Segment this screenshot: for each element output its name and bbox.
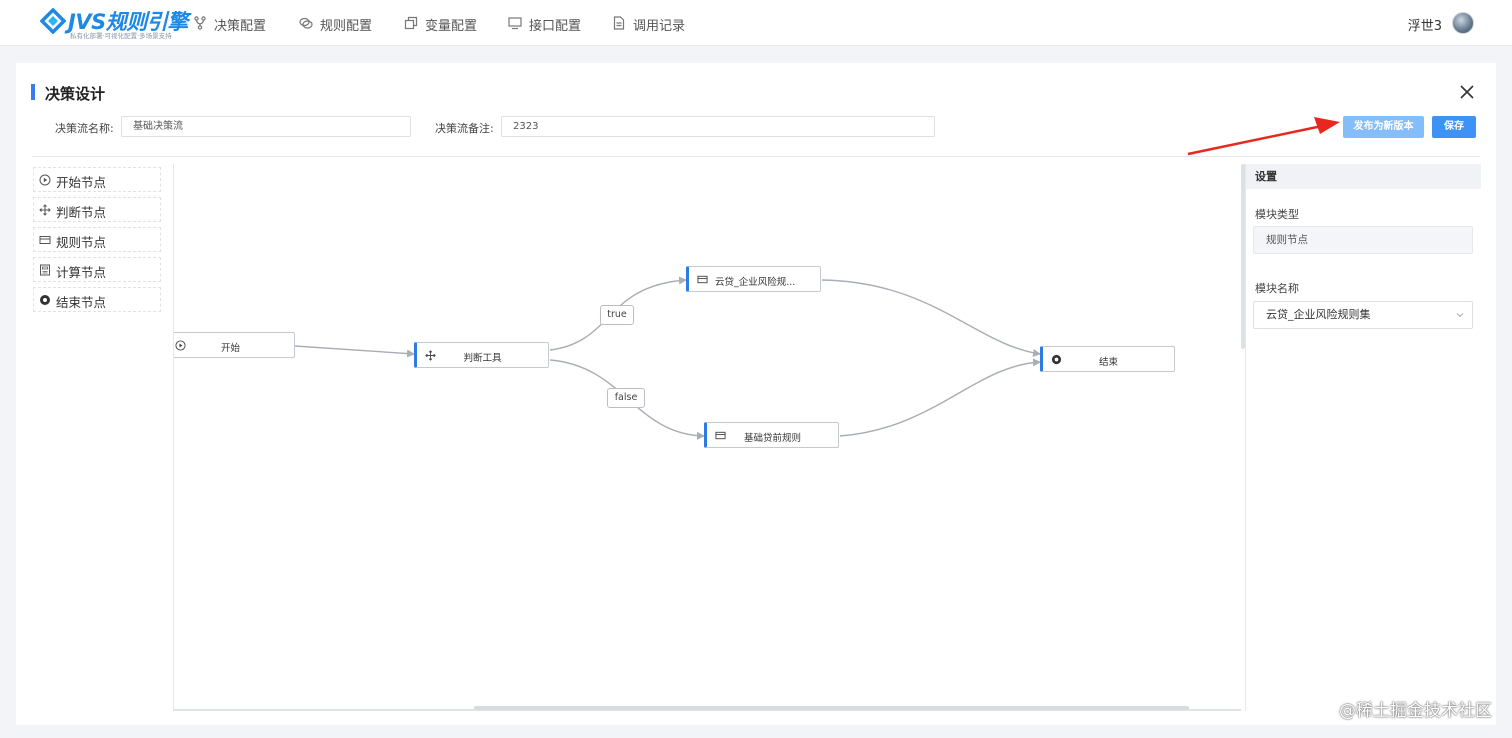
- module-name-value: 云贷_企业风险规则集: [1266, 308, 1371, 321]
- flow-node-rule-enterprise-risk[interactable]: 云贷_企业风险规...: [686, 266, 821, 292]
- card-icon: [39, 236, 51, 244]
- variables-icon: [404, 16, 418, 30]
- canvas-vertical-scrollbar[interactable]: [1241, 164, 1245, 349]
- flow-node-rule-basic-preloan[interactable]: 基础贷前规则: [704, 422, 839, 448]
- palette-label: 开始节点: [56, 175, 107, 190]
- flow-node-end[interactable]: 结束: [1040, 346, 1175, 372]
- edge-rule2-end: [839, 358, 1041, 437]
- branch-icon: [194, 16, 206, 30]
- node-label: 判断工具: [463, 353, 502, 364]
- watermark: @稀土掘金技术社区: [1339, 701, 1492, 721]
- title-accent-bar: [31, 84, 35, 100]
- palette-judge-node[interactable]: 判断节点: [33, 197, 161, 222]
- close-icon[interactable]: [1458, 83, 1476, 101]
- module-type-label: 模块类型: [1255, 208, 1299, 221]
- move-cross-icon: [425, 350, 436, 361]
- edge-start-judge: [294, 345, 415, 358]
- palette-label: 规则节点: [56, 235, 107, 250]
- canvas-horizontal-scrollbar[interactable]: [474, 706, 1189, 710]
- flow-note-label: 决策流备注:: [435, 122, 494, 135]
- flow-note-input[interactable]: 2323: [501, 116, 935, 137]
- module-name-label: 模块名称: [1255, 282, 1299, 295]
- palette-label: 判断节点: [56, 205, 107, 220]
- app-logo[interactable]: JVS规则引擎 私有化部署·可视化配置·多场景支持: [40, 6, 188, 40]
- nav-label: 变量配置: [425, 19, 478, 34]
- nav-label: 接口配置: [529, 19, 582, 34]
- flow-name-input[interactable]: 基础决策流: [121, 116, 411, 137]
- page-title: 决策设计: [45, 85, 106, 103]
- document-icon: [613, 16, 625, 30]
- palette-calc-node[interactable]: 计算节点: [33, 257, 161, 282]
- end-circle-icon: [40, 295, 50, 305]
- settings-header: 设置: [1246, 164, 1481, 189]
- monitor-icon: [508, 17, 522, 30]
- palette-end-node[interactable]: 结束节点: [33, 287, 161, 312]
- palette-label: 结束节点: [56, 295, 107, 310]
- publish-new-version-button[interactable]: 发布为新版本: [1343, 116, 1424, 138]
- rules-icon: [299, 17, 313, 29]
- play-circle-icon: [175, 340, 186, 351]
- user-name: 浮世3: [1407, 19, 1442, 34]
- nav-label: 调用记录: [633, 19, 686, 34]
- end-circle-icon: [1051, 354, 1062, 365]
- flow-node-judge[interactable]: 判断工具: [414, 342, 549, 368]
- module-name-select[interactable]: 云贷_企业风险规则集: [1253, 301, 1473, 329]
- header-divider: [32, 156, 1480, 157]
- calculator-icon: [40, 264, 50, 276]
- card-icon: [697, 275, 708, 284]
- flow-name-label: 决策流名称:: [55, 122, 114, 135]
- brand-slogan: 私有化部署·可视化配置·多场景支持: [70, 32, 172, 40]
- edge-label-false[interactable]: false: [607, 388, 645, 408]
- palette-rule-node[interactable]: 规则节点: [33, 227, 161, 252]
- decision-design-panel: 决策设计 决策流名称: 基础决策流 决策流备注: 2323 发布为新版本 保存 …: [16, 63, 1496, 725]
- node-label: 云贷_企业风险规...: [715, 277, 796, 288]
- nav-label: 决策配置: [214, 19, 267, 34]
- node-label: 结束: [1098, 357, 1118, 368]
- save-button[interactable]: 保存: [1432, 116, 1476, 138]
- nav-label: 规则配置: [320, 19, 373, 34]
- palette-start-node[interactable]: 开始节点: [33, 167, 161, 192]
- brand-name: JVS规则引擎: [68, 10, 188, 34]
- node-label: 基础贷前规则: [743, 433, 801, 444]
- flow-node-start[interactable]: 开始: [174, 332, 295, 358]
- avatar[interactable]: [1452, 12, 1474, 34]
- settings-panel: 设置 模块类型 规则节点 模块名称 云贷_企业风险规则集: [1245, 164, 1481, 711]
- flow-canvas[interactable]: true false 开始 判断工具 云贷_企业风险规... 基础贷前规则 结束: [173, 164, 1241, 711]
- node-label: 开始: [220, 343, 240, 354]
- play-circle-icon: [39, 174, 51, 186]
- module-type-field: 规则节点: [1253, 226, 1473, 254]
- logo-diamond-icon: [40, 8, 66, 34]
- top-navigation-bar: JVS规则引擎 私有化部署·可视化配置·多场景支持 决策配置 规则配置 变量配置…: [0, 0, 1512, 46]
- card-icon: [715, 431, 726, 440]
- palette-label: 计算节点: [56, 265, 107, 280]
- edge-rule1-end: [821, 279, 1041, 357]
- move-cross-icon: [39, 204, 51, 216]
- chevron-down-icon: [1456, 313, 1464, 318]
- user-menu[interactable]: 浮世3: [1394, 12, 1474, 36]
- edge-label-true[interactable]: true: [600, 305, 634, 325]
